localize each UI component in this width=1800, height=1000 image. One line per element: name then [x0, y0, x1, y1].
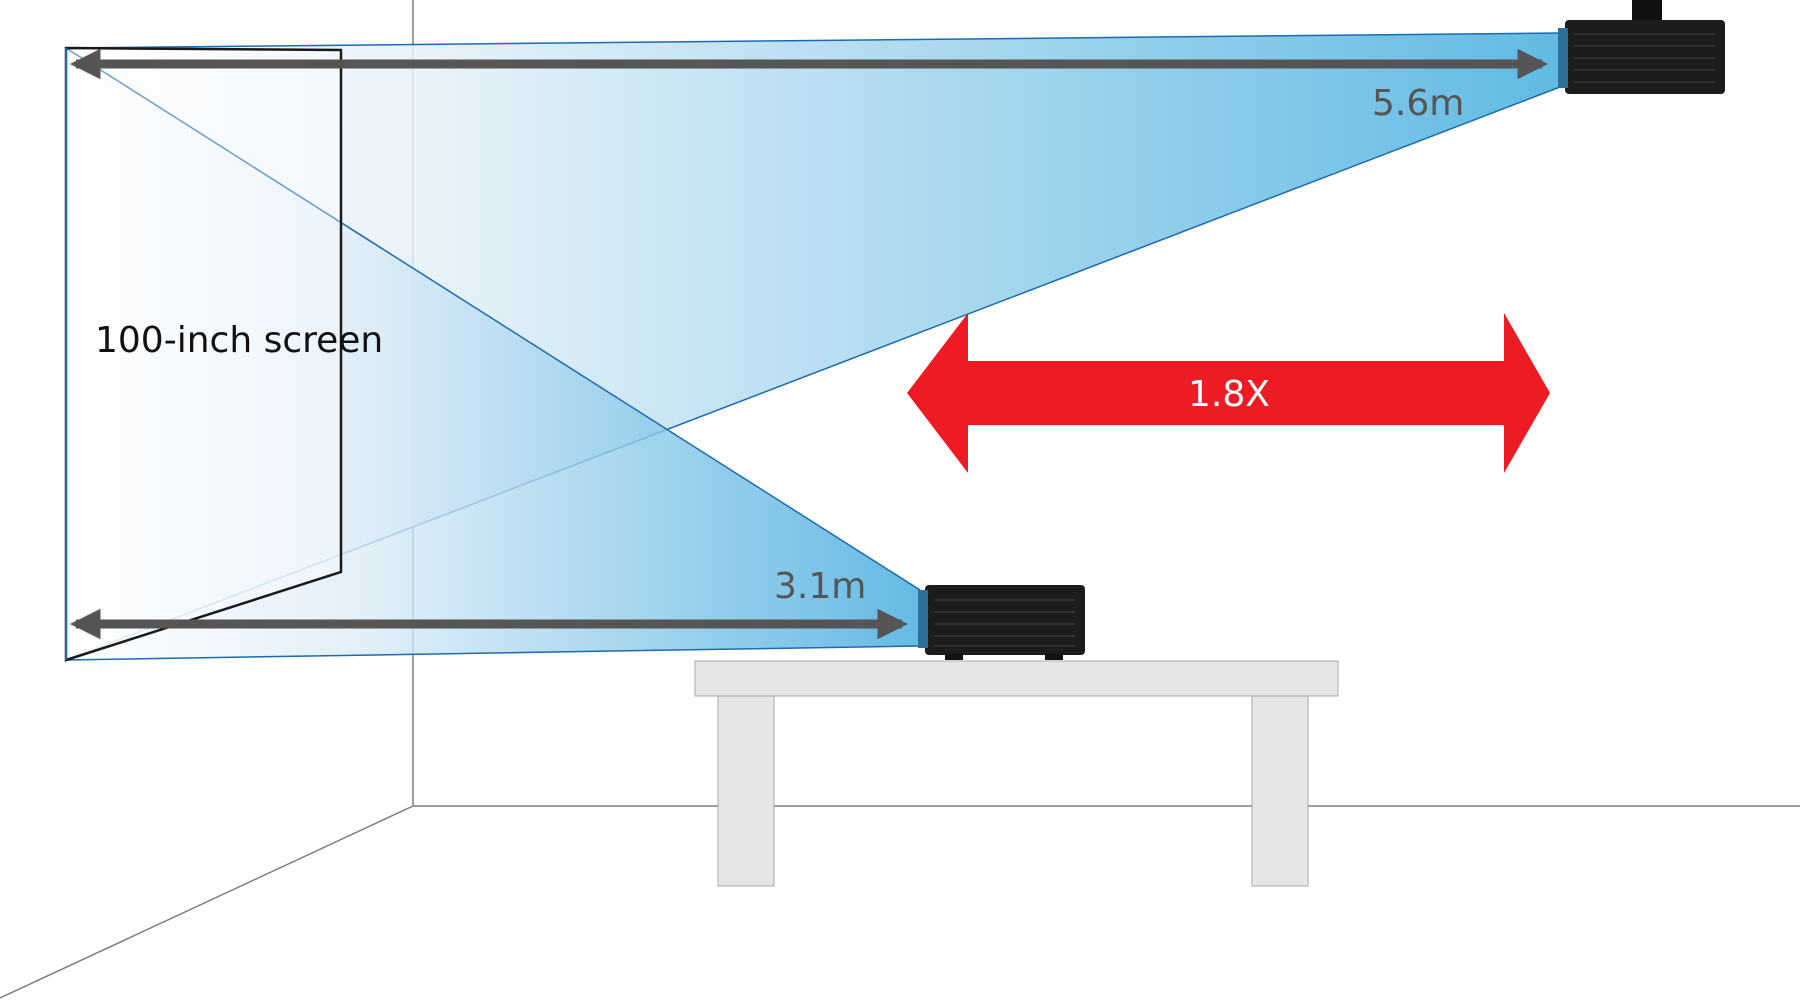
near-beam-edges: [65, 47, 921, 661]
far-distance-label: 5.6m: [1372, 83, 1464, 124]
projection-screen: [64, 46, 343, 662]
screen-size-label: 100-inch screen: [95, 320, 383, 361]
zoom-ratio-label: 1.8X: [1188, 374, 1270, 415]
floor-side-line: [0, 805, 414, 999]
near-distance-label: 3.1m: [774, 566, 866, 607]
zoom-ratio-arrow: [907, 313, 1550, 473]
table-leg-left: [717, 695, 775, 887]
table: [694, 660, 1339, 887]
table-projector-icon: [918, 585, 1085, 660]
near-projection-beam: [66, 48, 920, 660]
table-leg-right: [1251, 695, 1309, 887]
table-top: [694, 660, 1339, 697]
ceiling-projector-icon: [1558, 0, 1725, 94]
